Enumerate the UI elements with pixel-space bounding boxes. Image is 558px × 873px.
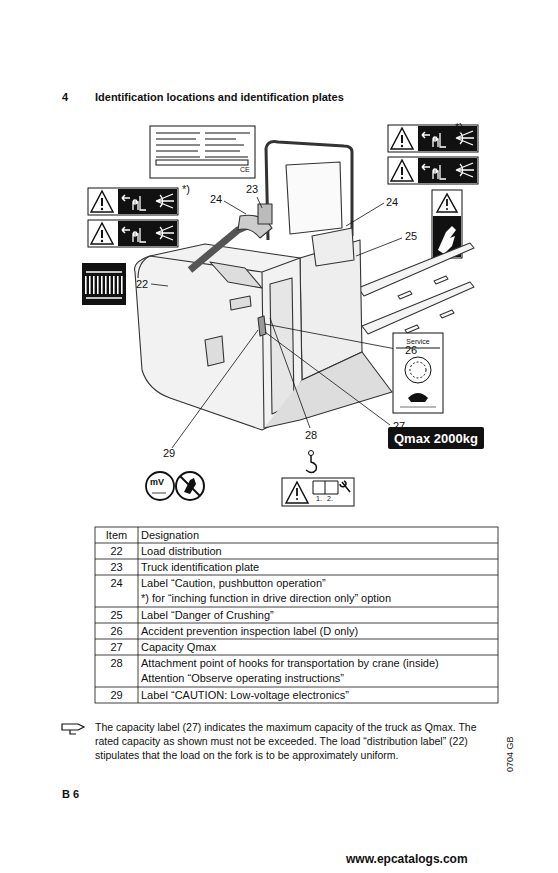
label-text: 1.	[316, 494, 322, 503]
table-cell: 26	[95, 625, 138, 638]
table-cell: 23	[95, 561, 138, 574]
capacity-text: Qmax 2000kg	[394, 431, 478, 446]
doc-code: 0704 GB	[505, 736, 516, 772]
identification-plate	[150, 126, 255, 178]
callout-number: 24	[386, 196, 398, 209]
table-cell: 27	[95, 641, 138, 654]
table-cell: Attachment point of hooks for transporta…	[141, 657, 439, 670]
watermark: www.epcatalogs.com	[346, 852, 468, 866]
table-cell: *) for “inching function in drive direct…	[141, 592, 391, 605]
load-distribution-label	[82, 263, 126, 305]
table-cell: 24	[95, 577, 138, 590]
callout-number: 23	[246, 183, 258, 196]
table-header: Designation	[141, 529, 199, 542]
section-number: 4	[62, 91, 68, 104]
footnote-mark: *)	[182, 183, 190, 196]
table-cell: 29	[95, 689, 138, 702]
inspection-label	[393, 333, 443, 413]
low-voltage-label	[146, 472, 204, 500]
capacity-label: Qmax 2000kg	[388, 427, 484, 449]
table-cell: Label “Danger of Crushing”	[141, 609, 274, 622]
table-cell: Capacity Qmax	[141, 641, 216, 654]
crane-hook-label	[282, 451, 354, 507]
table-cell: Attention “Observe operating instruction…	[141, 672, 344, 685]
label-text: 2.	[327, 494, 333, 503]
table-cell: Load distribution	[141, 545, 222, 558]
callout-number: 28	[305, 429, 317, 442]
table-header: Item	[95, 529, 138, 542]
table-cell: 22	[95, 545, 138, 558]
table-cell: 28	[95, 657, 138, 670]
label-text: Service	[393, 337, 443, 346]
callout-number: 24	[210, 193, 222, 206]
footnote-mark: *)	[455, 121, 463, 134]
note-text: The capacity label (27) indicates the ma…	[95, 720, 500, 762]
table-cell: 25	[95, 609, 138, 622]
table-cell: Truck identification plate	[141, 561, 259, 574]
table-cell: Label “Caution, pushbutton operation”	[141, 577, 326, 590]
table-cell: Label “CAUTION: Low-voltage electronics”	[141, 689, 349, 702]
ce-mark: CE	[240, 165, 250, 174]
section-title: Identification locations and identificat…	[95, 91, 344, 104]
leader-line	[151, 197, 402, 448]
note-icon	[62, 724, 84, 734]
table-cell: Accident prevention inspection label (D …	[141, 625, 358, 638]
table-grid	[95, 527, 498, 703]
callout-number: 26	[405, 344, 417, 357]
label-text: mV	[150, 477, 164, 488]
callout-number: 22	[136, 278, 148, 291]
page-number: B 6	[62, 788, 79, 801]
pallet-truck	[135, 142, 474, 430]
callout-number: 25	[405, 230, 417, 243]
callout-number: 29	[163, 447, 175, 460]
